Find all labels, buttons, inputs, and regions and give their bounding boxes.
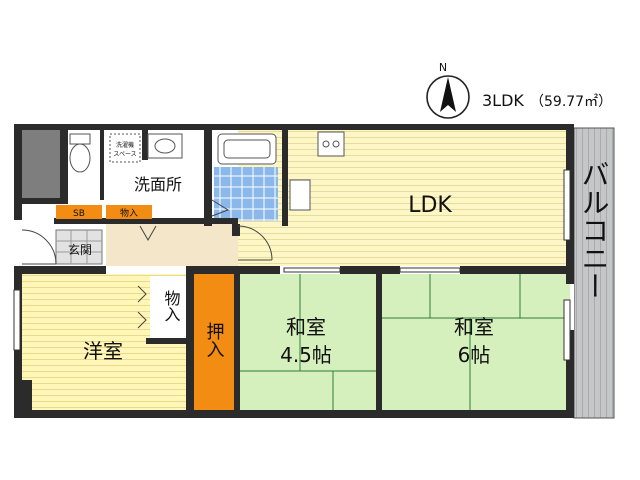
north-arrow-icon bbox=[440, 77, 456, 112]
japanese-room-2-size: 6帖 bbox=[458, 343, 491, 367]
fridge-space bbox=[289, 179, 311, 211]
toilet-icon bbox=[69, 143, 91, 173]
japanese-room-2-name: 和室 bbox=[454, 315, 494, 339]
tatami-lines bbox=[240, 274, 570, 410]
small-storage-label: 物入 bbox=[120, 207, 138, 219]
oshiire-closet bbox=[194, 274, 234, 410]
balcony-label: バルコニー bbox=[578, 160, 611, 300]
kitchen-stove-icon bbox=[317, 131, 345, 157]
oshiire-label: 押入 bbox=[204, 322, 225, 358]
compass: N bbox=[426, 61, 470, 119]
japanese-room-1-name: 和室 bbox=[286, 315, 326, 339]
japanese-room-1-size: 4.5帖 bbox=[280, 343, 332, 367]
tatami-6-floor bbox=[380, 274, 570, 410]
compass-north-label: N bbox=[439, 61, 447, 74]
entrance-label: 玄関 bbox=[68, 242, 92, 257]
walls bbox=[14, 124, 574, 418]
washroom-label: 洗面所 bbox=[134, 175, 182, 194]
shoe-box bbox=[56, 205, 102, 219]
washer-label-2: スペース bbox=[113, 151, 136, 158]
storage-label: 物入 bbox=[162, 290, 181, 322]
layout-type: 3LDK bbox=[482, 91, 524, 110]
bathroom-tiles bbox=[214, 167, 278, 221]
western-room-label: 洋室 bbox=[83, 339, 123, 363]
balcony-area bbox=[574, 128, 614, 418]
shoe-box-label: SB bbox=[73, 209, 85, 219]
ldk-label: LDK bbox=[408, 193, 452, 218]
entrance-floor bbox=[55, 229, 103, 265]
washer-space bbox=[109, 133, 141, 163]
hallway-floor bbox=[106, 222, 238, 266]
small-storage bbox=[106, 205, 152, 219]
windows bbox=[13, 169, 571, 361]
toilet-tank bbox=[69, 133, 91, 145]
storage-closet bbox=[150, 276, 186, 338]
floor-area: （59.77㎡） bbox=[530, 94, 612, 110]
door-swings bbox=[21, 199, 273, 329]
pipe-shaft bbox=[22, 128, 60, 198]
washer-label-1: 洗濯機 bbox=[116, 141, 134, 149]
tatami-4-5-floor bbox=[240, 274, 380, 410]
